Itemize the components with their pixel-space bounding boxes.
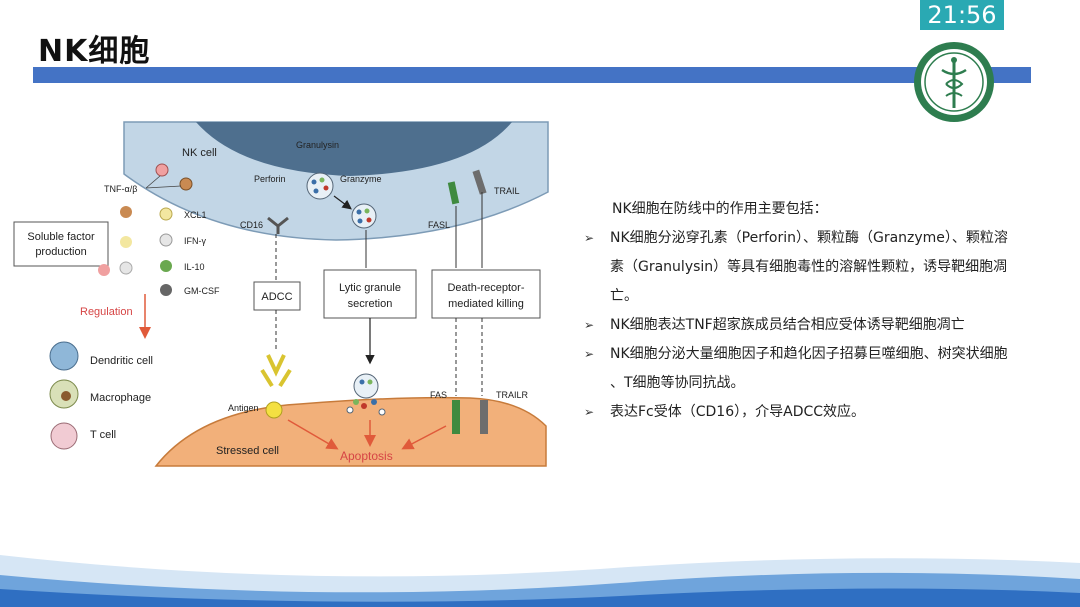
dendritic-cell-icon xyxy=(50,342,78,370)
trailr-label: TRAILR xyxy=(496,390,529,400)
bullet-3-line-1: NK细胞分泌大量细胞因子和趋化因子招募巨噬细胞、树突状细胞 xyxy=(610,340,1060,369)
soluble-factor-line2: production xyxy=(35,246,86,258)
tnf-label: TNF-α/β xyxy=(104,184,137,194)
gmcsf-dot xyxy=(160,284,172,296)
il10-label: IL-10 xyxy=(184,262,205,272)
regulation-label: Regulation xyxy=(80,306,133,318)
nk-cell-figure: NK cell Granulysin Perforin Granzyme TNF… xyxy=(0,110,560,480)
lytic-line1: Lytic granule xyxy=(339,282,401,294)
death-receptor-line2: mediated killing xyxy=(448,298,524,310)
ifn-dot xyxy=(160,234,172,246)
clock: 21:56 xyxy=(920,0,1004,30)
granule-cluster xyxy=(307,173,333,199)
gmcsf-label: GM-CSF xyxy=(184,286,220,296)
slide-title: NK细胞 xyxy=(38,26,150,70)
bullet-1-line-3: 亡。 xyxy=(610,282,1060,311)
xcl1-dot xyxy=(160,208,172,220)
text-block: NK细胞在防线中的作用主要包括： ➢ NK细胞分泌穿孔素（Perforin）、颗… xyxy=(580,195,1060,427)
fas-label: FAS xyxy=(430,390,447,400)
lytic-box xyxy=(324,270,416,318)
bullet-4-line-1: 表达Fc受体（CD16），介导ADCC效应。 xyxy=(610,398,1060,427)
footer-wave xyxy=(0,527,1080,607)
t-cell-icon xyxy=(51,423,77,449)
dendritic-cell-label: Dendritic cell xyxy=(90,355,153,367)
bullet-arrow-icon: ➢ xyxy=(584,398,594,427)
tnf-ball-1 xyxy=(156,164,168,176)
bullet-arrow-icon: ➢ xyxy=(584,311,594,340)
tnf-ball-2 xyxy=(180,178,192,190)
bullet-item-3: ➢ NK细胞分泌大量细胞因子和趋化因子招募巨噬细胞、树突状细胞 、T细胞等协同抗… xyxy=(580,340,1060,398)
cd16-label: CD16 xyxy=(240,220,263,230)
bullet-1-line-1: NK细胞分泌穿孔素（Perforin）、颗粒酶（Granzyme）、颗粒溶 xyxy=(610,224,1060,253)
bullet-item-2: ➢ NK细胞表达TNF超家族成员结合相应受体诱导靶细胞凋亡 xyxy=(580,311,1060,340)
t-cell-label: T cell xyxy=(90,429,116,441)
death-receptor-line1: Death-receptor- xyxy=(447,282,524,294)
granulysin-label: Granulysin xyxy=(296,140,339,150)
bullet-arrow-icon: ➢ xyxy=(584,340,594,369)
ifn-label: IFN-γ xyxy=(184,236,206,246)
xcl1-label: XCL1 xyxy=(184,210,207,220)
death-receptor-box xyxy=(432,270,540,318)
stressed-cell-label: Stressed cell xyxy=(216,445,279,457)
granzyme-label: Granzyme xyxy=(340,174,382,184)
macrophage-label: Macrophage xyxy=(90,392,151,404)
bullet-item-1: ➢ NK细胞分泌穿孔素（Perforin）、颗粒酶（Granzyme）、颗粒溶 … xyxy=(580,224,1060,311)
fas-receptor xyxy=(452,400,460,434)
title-bar xyxy=(33,67,1031,83)
trail-label: TRAIL xyxy=(494,186,520,196)
university-logo xyxy=(912,40,996,124)
intro-text: NK细胞在防线中的作用主要包括： xyxy=(580,195,1060,224)
adcc-label: ADCC xyxy=(261,291,292,303)
antigen-dot xyxy=(266,402,282,418)
secreted-granule xyxy=(352,204,376,228)
soluble-factor-box xyxy=(14,222,108,266)
trailr-receptor xyxy=(480,400,488,434)
antigen-label: Antigen xyxy=(228,403,259,413)
bullet-3-line-2: 、T细胞等协同抗战。 xyxy=(610,369,1060,398)
lytic-line2: secretion xyxy=(348,298,393,310)
target-granule xyxy=(354,374,378,398)
bullet-2-line-1: NK细胞表达TNF超家族成员结合相应受体诱导靶细胞凋亡 xyxy=(610,311,1060,340)
soluble-factor-line1: Soluble factor xyxy=(27,231,95,243)
apoptosis-label: Apoptosis xyxy=(340,449,393,463)
nk-cell-label: NK cell xyxy=(182,147,217,159)
fasl-label: FASL xyxy=(428,220,450,230)
bullet-1-line-2: 素（Granulysin）等具有细胞毒性的溶解性颗粒，诱导靶细胞凋 xyxy=(610,253,1060,282)
perforin-label: Perforin xyxy=(254,174,286,184)
bullet-arrow-icon: ➢ xyxy=(584,224,594,253)
bullet-item-4: ➢ 表达Fc受体（CD16），介导ADCC效应。 xyxy=(580,398,1060,427)
il10-dot xyxy=(160,260,172,272)
